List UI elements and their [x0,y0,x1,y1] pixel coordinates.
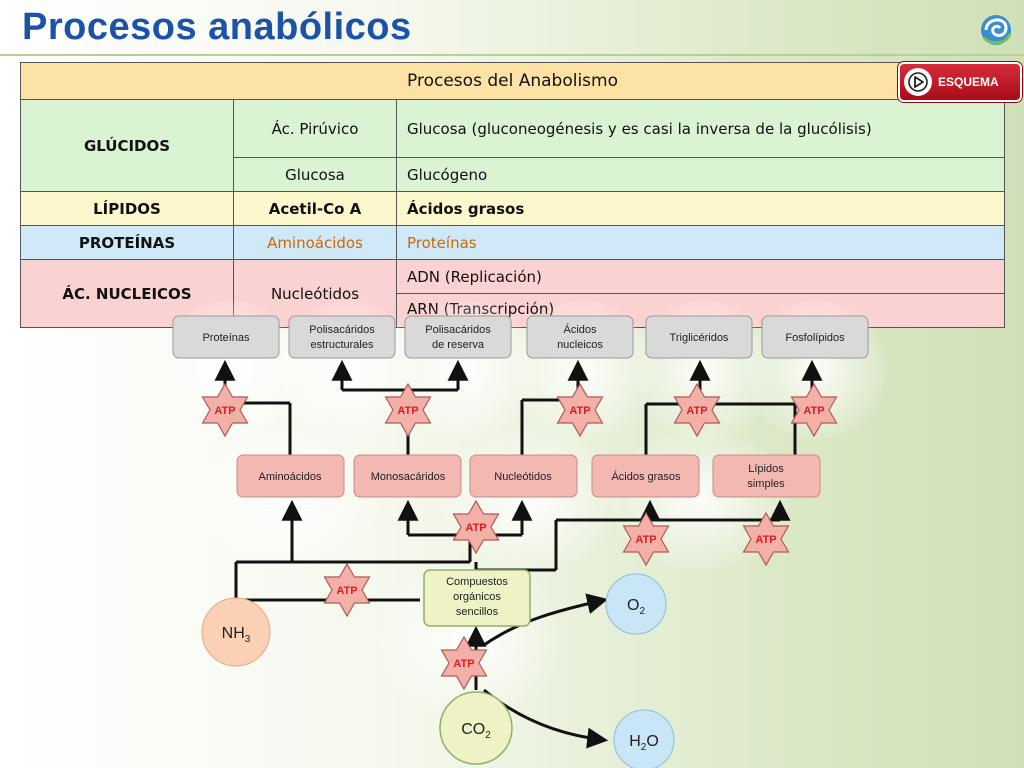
box-compuestos: Compuestos orgánicos sencillos [423,569,531,627]
atp-label: ATP [465,522,486,534]
box-acidos-grasos: Ácidos grasos [591,454,700,498]
atp-star: ATP [622,511,670,567]
atp-label: ATP [214,405,235,417]
compuestos-line3: sencillos [456,606,499,618]
atp-star: ATP [790,382,838,438]
group-cell-nucleicos: ÁC. NUCLEICOS [20,259,234,328]
box-aminoacidos: Aminoácidos [236,454,345,498]
atp-star: ATP [201,382,249,438]
atp-label: ATP [803,405,824,417]
atp-stars: ATP ATP ATP ATP ATP ATP ATP ATP ATP ATP [201,382,838,691]
box-polisacaridos-reserva: Polisacáridos de reserva [404,315,512,359]
box-nucleotidos: Nucleótidos [469,454,578,498]
product-cell: Glucógeno [395,157,1006,192]
compuestos-line1: Compuestos [446,576,508,588]
atp-star: ATP [673,382,721,438]
atp-label: ATP [635,534,656,546]
molecule-h2o: H2O [613,709,675,768]
swirl-logo-icon [981,15,1012,45]
formula-base: CO [461,721,485,738]
box-label-line2: de reserva [432,339,485,351]
formula-tail: O [646,733,658,750]
box-fosfolipidos: Fosfolípidos [761,315,869,359]
box-lipidos-simples: Lípidos simples [712,454,821,498]
product-cell: Ácidos grasos [395,191,1006,226]
box-label-line2: estructurales [311,339,374,351]
table-header: Procesos del Anabolismo [20,62,1006,100]
atp-label: ATP [686,405,707,417]
box-label-line1: Ácidos [563,323,597,336]
atp-star: ATP [323,562,371,618]
box-trigliceridos: Triglicéridos [645,315,753,359]
title-divider [0,54,1024,56]
precursor-cell: Acetil-Co A [233,191,397,226]
box-monosacaridos: Monosacáridos [353,454,462,498]
atp-star: ATP [452,499,500,555]
svg-text:H2O: H2O [629,733,659,753]
atp-star: ATP [440,635,488,691]
formula-sub: 2 [639,606,645,617]
atp-label: ATP [453,658,474,670]
box-acidos-nucleicos: Ácidos nucleicos [526,315,634,359]
atp-label: ATP [397,405,418,417]
box-label-line2: nucleicos [557,339,603,351]
esquema-button[interactable]: ESQUEMA [898,62,1022,102]
formula-sub: 2 [641,742,647,753]
formula-sub: 3 [245,634,251,645]
diagram-connectors [214,359,823,749]
box-label-line2: simples [747,478,785,490]
box-label: Monosacáridos [371,471,446,483]
atp-label: ATP [755,534,776,546]
product-cell: ADN (Replicación) [395,259,1006,294]
box-label: Proteínas [202,332,250,344]
esquema-label: ESQUEMA [938,75,999,89]
middle-row-boxes: Aminoácidos Monosacáridos Nucleótidos Ác… [236,454,821,498]
formula-base: O [627,597,639,614]
molecule-co2: CO2 [439,691,513,765]
precursor-cell: Aminoácidos [233,225,397,260]
atp-star: ATP [384,382,432,438]
formula-base: H [629,733,641,750]
box-label: Fosfolípidos [785,332,845,344]
atp-star: ATP [556,382,604,438]
play-icon [904,68,932,96]
svg-text:NH3: NH3 [222,625,251,645]
atp-label: ATP [336,585,357,597]
product-cell: Proteínas [395,225,1006,260]
atp-star: ATP [742,511,790,567]
box-label: Ácidos grasos [611,470,681,483]
compuestos-line2: orgánicos [453,591,501,603]
molecule-nh3: NH3 [201,597,271,667]
molecule-o2: O2 [605,573,667,635]
table-row: LÍPIDOS Acetil-Co A Ácidos grasos [20,191,1006,226]
page-title: Procesos anabólicos [22,6,412,48]
box-label: Aminoácidos [259,471,322,483]
box-label-line1: Polisacáridos [425,324,491,336]
box-label-line1: Lípidos [748,463,784,475]
table-row: Glucosa Glucógeno [21,157,1006,192]
box-label: Nucleótidos [494,471,552,483]
box-label-line1: Polisacáridos [309,324,375,336]
svg-text:O2: O2 [627,597,645,617]
top-row-boxes: Proteínas Polisacáridos estructurales Po… [172,315,869,359]
box-label: Triglicéridos [670,332,729,344]
table-header-row: Procesos del Anabolismo [20,62,1006,100]
atp-label: ATP [569,405,590,417]
group-cell-glucidos: GLÚCIDOS [20,99,234,192]
formula-base: NH [222,625,245,642]
formula-sub: 2 [485,730,491,741]
box-proteinas: Proteínas [172,315,280,359]
table-row: PROTEÍNAS Aminoácidos Proteínas [20,225,1006,260]
svg-text:CO2: CO2 [461,721,491,741]
box-polisacaridos-estructurales: Polisacáridos estructurales [288,315,396,359]
